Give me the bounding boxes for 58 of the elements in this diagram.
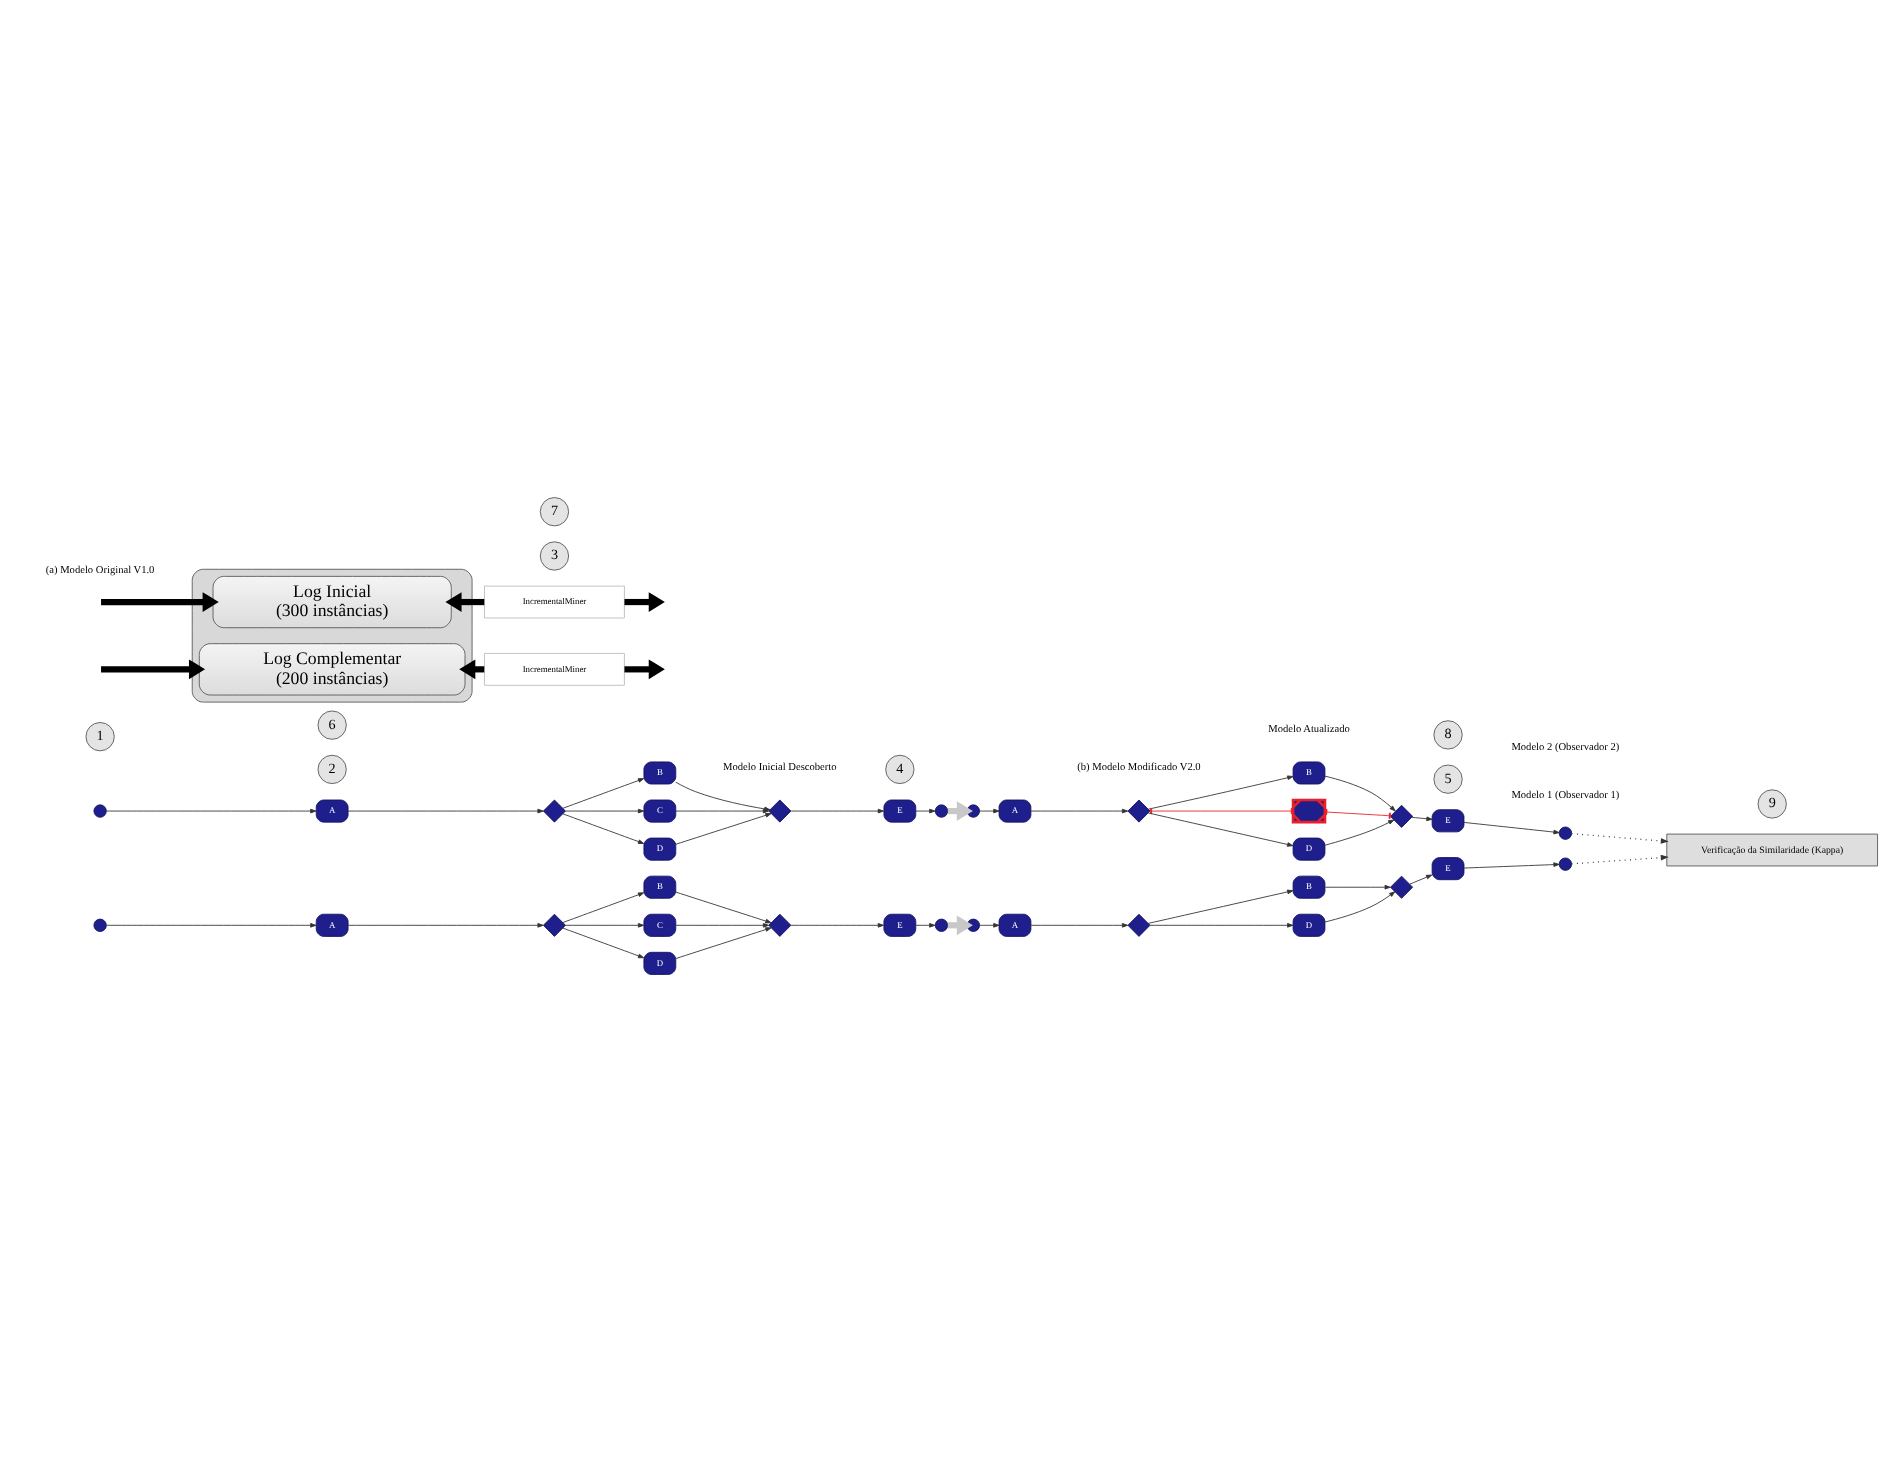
arrow	[675, 890, 772, 923]
arrow	[1411, 815, 1433, 821]
arrow	[445, 591, 485, 611]
arrow	[562, 777, 645, 808]
arrow	[565, 922, 645, 927]
arrow	[1571, 832, 1669, 843]
arrow	[1147, 774, 1294, 809]
arrow	[790, 922, 884, 927]
arrow	[1463, 820, 1560, 834]
arrow	[675, 926, 772, 958]
arrow	[562, 812, 645, 843]
node-diamond	[768, 798, 792, 822]
arrow	[1571, 853, 1669, 864]
arrow	[675, 812, 772, 844]
arrow	[790, 807, 884, 813]
node-circle	[934, 917, 949, 931]
node-circle	[934, 803, 949, 817]
arrow	[1409, 873, 1433, 884]
arrow	[1147, 888, 1294, 923]
node-box: Log Inicial (300 instâncias)	[212, 574, 452, 628]
node-box: Log Complementar (200 instâncias)	[198, 642, 466, 695]
node-diamond	[542, 798, 566, 822]
arrow	[979, 922, 1000, 927]
arrow	[624, 591, 665, 611]
arrow	[1149, 922, 1294, 927]
arrow	[1030, 922, 1129, 927]
node-circle	[93, 917, 107, 931]
arrow	[565, 807, 645, 813]
arrow	[101, 591, 219, 611]
node-circle	[93, 803, 107, 817]
arrow	[979, 807, 1000, 813]
node-circle	[966, 917, 980, 931]
arrow	[1463, 861, 1560, 868]
node-circle	[966, 803, 980, 817]
arrow	[106, 922, 317, 927]
connector	[1324, 807, 1392, 818]
node-diamond	[1127, 912, 1151, 936]
arrow	[675, 922, 770, 927]
arrow	[101, 658, 206, 679]
arrow	[1030, 807, 1129, 813]
node-diamond	[768, 912, 792, 936]
arrow	[1324, 883, 1391, 889]
arrow	[562, 891, 645, 922]
arrow	[1324, 890, 1396, 922]
node-circle	[1558, 825, 1573, 839]
arrow	[562, 926, 645, 958]
arrow	[915, 922, 936, 927]
cluster	[191, 567, 473, 702]
arrow	[347, 807, 544, 813]
arrow	[106, 807, 317, 813]
arrow	[347, 922, 544, 927]
arrow	[1324, 818, 1395, 845]
node-circle	[1558, 856, 1573, 870]
arrow	[1147, 811, 1294, 846]
arrow	[915, 807, 936, 813]
node-diamond	[542, 912, 566, 936]
arrow	[624, 658, 665, 679]
arrow	[1324, 774, 1396, 811]
